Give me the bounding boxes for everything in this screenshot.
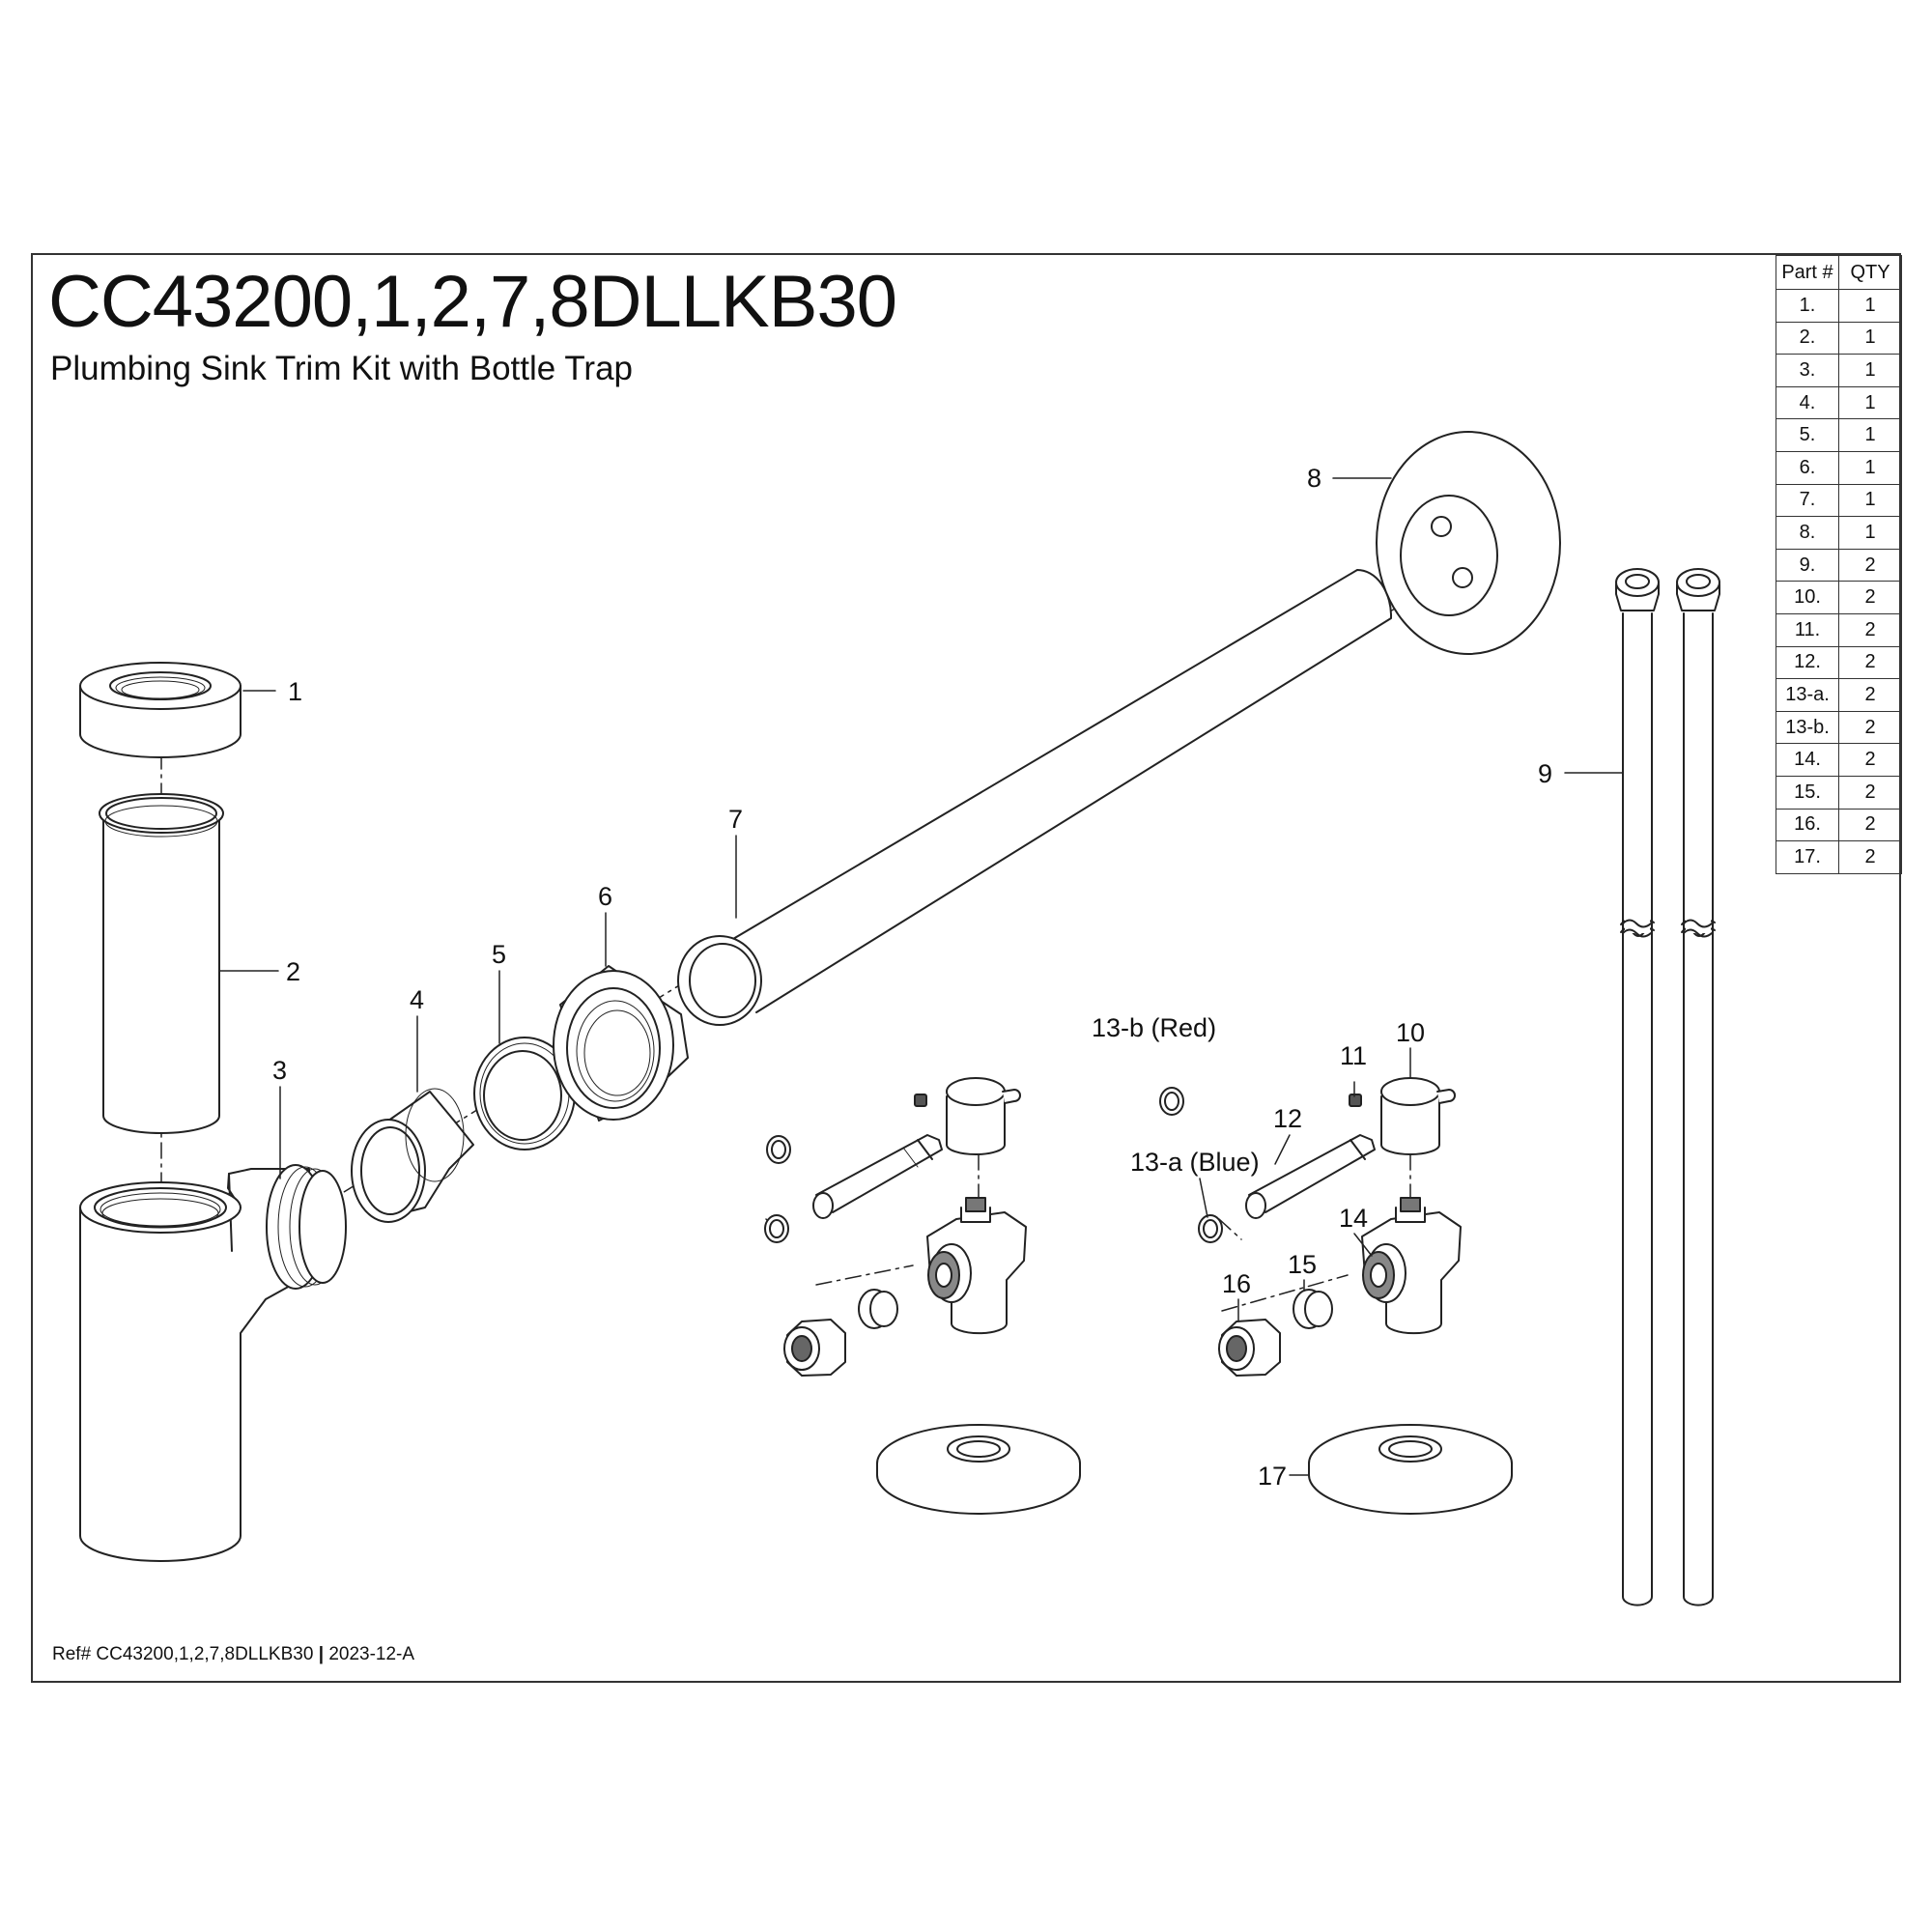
callout-8: 8 [1307, 464, 1321, 493]
part-number-cell: 13-b. [1776, 710, 1839, 745]
table-row: 6.1 [1776, 450, 1902, 485]
reference-number: Ref# CC43200,1,2,7,8DLLKB30 [52, 1644, 314, 1664]
quantity-cell: 2 [1838, 678, 1902, 712]
quantity-cell: 2 [1838, 808, 1902, 842]
page-title: CC43200,1,2,7,8DLLKB30 [48, 261, 897, 343]
callout-6: 6 [598, 882, 612, 911]
part-1-flange-ring [79, 662, 242, 758]
callout-7: 7 [728, 805, 743, 834]
part-number-cell: 16. [1776, 808, 1839, 842]
quantity-cell: 2 [1838, 840, 1902, 874]
reference-footer: Ref# CC43200,1,2,7,8DLLKB30 | 2023-12-A [52, 1644, 414, 1665]
callout-4: 4 [410, 985, 424, 1014]
table-row: 9.2 [1776, 548, 1902, 582]
quantity-cell: 1 [1838, 483, 1902, 518]
drawing-sheet-border [31, 253, 1901, 1683]
part-number-cell: 15. [1776, 775, 1839, 810]
table-row: 7.1 [1776, 483, 1902, 518]
table-row: 17.2 [1776, 840, 1902, 874]
table-row: 4.1 [1776, 385, 1902, 420]
table-row: 13-a.2 [1776, 678, 1902, 712]
table-row: 12.2 [1776, 645, 1902, 680]
quantity-cell: 2 [1838, 743, 1902, 777]
callout-16: 16 [1222, 1269, 1251, 1298]
callout-10: 10 [1396, 1018, 1425, 1047]
callout-labels: 1 2 3 4 5 6 7 8 9 10 11 12 13-b (Red) 13… [272, 464, 1552, 1491]
callout-1: 1 [288, 677, 302, 706]
part-number-cell: 1. [1776, 289, 1839, 323]
part-number-cell: 2. [1776, 321, 1839, 355]
table-row: 13-b.2 [1776, 710, 1902, 745]
quantity-cell: 1 [1838, 385, 1902, 420]
part-8-wall-flange [1376, 431, 1561, 655]
callout-17: 17 [1258, 1462, 1287, 1491]
quantity-cell: 1 [1838, 354, 1902, 387]
table-row: 3.1 [1776, 354, 1902, 387]
revision-code: 2023-12-A [328, 1644, 415, 1664]
table-row: 10.2 [1776, 581, 1902, 614]
header-part-number: Part # [1776, 255, 1839, 290]
part-3-bottle-trap-body [79, 1164, 347, 1562]
part-2-tailpiece-tube [99, 793, 224, 1134]
table-row: 11.2 [1776, 612, 1902, 647]
quantity-cell: 2 [1838, 612, 1902, 647]
right-stop-valve-assembly [1159, 1077, 1513, 1515]
part-number-cell: 4. [1776, 385, 1839, 420]
part-7-wall-tube [677, 568, 1393, 1026]
table-row: 1.1 [1776, 289, 1902, 323]
part-number-cell: 14. [1776, 743, 1839, 777]
part-9-supply-tubes [1615, 568, 1720, 1606]
callout-2: 2 [286, 957, 300, 986]
left-stop-valve-assembly [764, 1077, 1081, 1515]
table-row: 14.2 [1776, 743, 1902, 777]
header-quantity: QTY [1838, 255, 1902, 290]
callout-3: 3 [272, 1056, 287, 1085]
callout-13a-blue: 13-a (Blue) [1130, 1148, 1260, 1177]
callout-9: 9 [1538, 759, 1552, 788]
callout-11: 11 [1340, 1041, 1367, 1070]
quantity-cell: 1 [1838, 321, 1902, 355]
callout-12: 12 [1273, 1104, 1302, 1133]
quantity-cell: 1 [1838, 289, 1902, 323]
callout-5: 5 [492, 940, 506, 969]
part-number-cell: 13-a. [1776, 678, 1839, 712]
table-header-row: Part # QTY [1776, 255, 1902, 290]
table-row: 16.2 [1776, 808, 1902, 842]
footer-separator: | [318, 1644, 325, 1664]
callout-leader-lines [219, 477, 1623, 1476]
part-4-coupling-nut [351, 1088, 474, 1223]
callout-13b-red: 13-b (Red) [1092, 1013, 1216, 1042]
callout-14: 14 [1339, 1204, 1368, 1233]
table-row: 2.1 [1776, 321, 1902, 355]
page-subtitle: Plumbing Sink Trim Kit with Bottle Trap [50, 350, 633, 387]
part-6-threaded-nut [553, 965, 689, 1122]
part-number-cell: 11. [1776, 612, 1839, 647]
quantity-cell: 2 [1838, 581, 1902, 614]
callout-15: 15 [1288, 1250, 1317, 1279]
part-number-cell: 5. [1776, 418, 1839, 452]
